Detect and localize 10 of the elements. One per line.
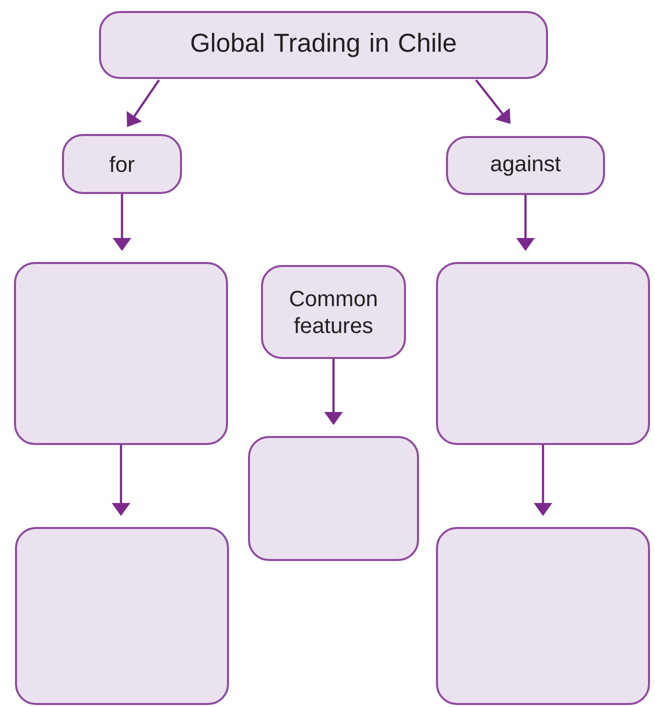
empty-box — [248, 436, 419, 561]
title-box: Global Trading in Chile — [99, 11, 548, 79]
empty-box — [15, 527, 229, 705]
empty-box — [14, 262, 228, 445]
text-box: against — [446, 136, 605, 195]
text-box: Common features — [261, 265, 406, 359]
arrow — [475, 79, 510, 124]
empty-box — [436, 527, 650, 705]
empty-box — [436, 262, 650, 445]
text-box: for — [62, 134, 182, 194]
